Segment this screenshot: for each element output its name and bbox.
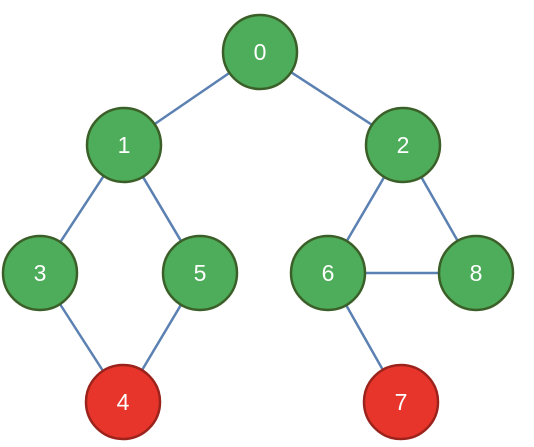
edge-3-4: [58, 303, 105, 372]
node-label-8: 8: [470, 260, 483, 286]
node-label-6: 6: [322, 260, 335, 286]
node-2: 2: [364, 106, 442, 184]
node-5: 5: [161, 234, 239, 312]
node-label-5: 5: [194, 260, 207, 286]
node-7: 7: [362, 363, 440, 441]
node-label-0: 0: [254, 39, 267, 65]
node-circle-2: [364, 106, 442, 184]
node-label-1: 1: [118, 132, 131, 158]
nodes-layer: 0 1 2 3 5 6 8 4 7: [1, 13, 515, 441]
edge-6-7: [345, 304, 384, 371]
node-label-3: 3: [34, 260, 47, 286]
edge-1-3: [59, 175, 105, 243]
node-3: 3: [1, 234, 79, 312]
node-circle-4: [84, 363, 162, 441]
edge-0-2: [290, 71, 373, 126]
node-circle-3: [1, 234, 79, 312]
node-circle-5: [161, 234, 239, 312]
edge-1-5: [141, 176, 183, 242]
node-label-7: 7: [395, 389, 408, 415]
node-6: 6: [289, 234, 367, 312]
edge-2-6: [345, 176, 386, 242]
node-4: 4: [84, 363, 162, 441]
edges-layer: [58, 71, 459, 372]
edge-5-4: [140, 304, 183, 371]
node-circle-6: [289, 234, 367, 312]
node-circle-0: [221, 13, 299, 91]
node-1: 1: [85, 106, 163, 184]
node-label-4: 4: [117, 389, 130, 415]
edge-2-8: [420, 176, 459, 242]
node-8: 8: [437, 234, 515, 312]
node-0: 0: [221, 13, 299, 91]
edge-0-1: [153, 71, 231, 126]
node-circle-1: [85, 106, 163, 184]
node-circle-7: [362, 363, 440, 441]
node-circle-8: [437, 234, 515, 312]
node-label-2: 2: [397, 132, 410, 158]
